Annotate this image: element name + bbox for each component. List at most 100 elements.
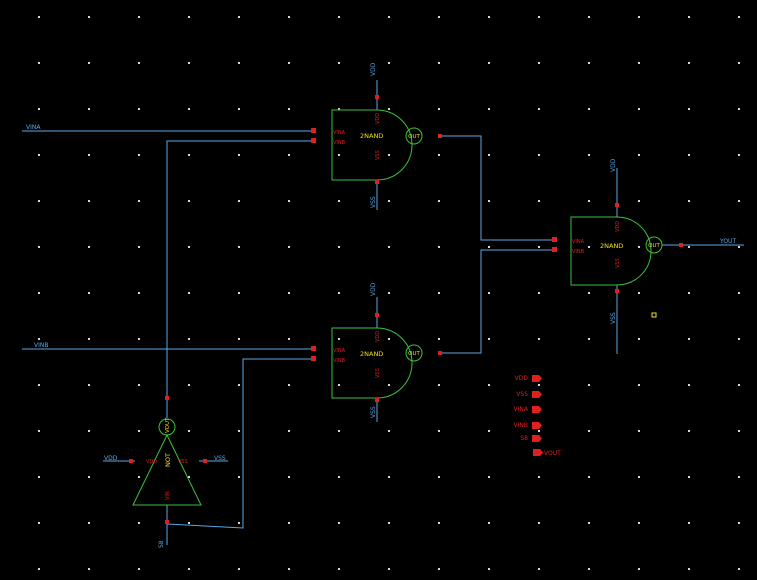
- grid-dot: [688, 568, 690, 570]
- grid-dot: [538, 476, 540, 478]
- grid-dot: [588, 200, 590, 202]
- grid-dot: [538, 246, 540, 248]
- net-label-nand2-vdd[interactable]: VDD: [370, 282, 377, 296]
- grid-dot: [338, 568, 340, 570]
- nand-gate-1-pin-a[interactable]: [311, 128, 316, 133]
- grid-dot: [338, 16, 340, 18]
- port-vdd[interactable]: VDD: [515, 375, 542, 382]
- grid-dot: [688, 62, 690, 64]
- wire-not-out-to-nand1-b[interactable]: [166, 140, 314, 398]
- net-label-nand1-vdd[interactable]: VDD: [370, 62, 377, 76]
- grid-dot: [738, 292, 740, 294]
- grid-dot: [188, 292, 190, 294]
- nand-gate-1[interactable]: OUT 2NAND VINA VINB VDD VSS: [311, 95, 442, 184]
- nand-gate-2[interactable]: OUT 2NAND VINA VINB VDD VSS: [311, 313, 442, 402]
- port-vinb[interactable]: VINB: [514, 422, 542, 429]
- grid-dot: [388, 16, 390, 18]
- grid-dot: [238, 62, 240, 64]
- grid-dot: [188, 338, 190, 340]
- nand-gate-2-name: 2NAND: [360, 350, 383, 358]
- nand-gate-1-pin-b[interactable]: [311, 138, 316, 143]
- net-label-sel[interactable]: S8: [158, 540, 165, 548]
- nand-gate-2-body: [331, 327, 413, 399]
- nand-gate-3-pin-b[interactable]: [552, 247, 557, 252]
- grid-dot: [388, 568, 390, 570]
- net-label-vout[interactable]: YOUT: [719, 238, 736, 245]
- grid-dot: [38, 108, 40, 110]
- not-gate-pin-vdd[interactable]: [129, 459, 133, 463]
- wire-nand2-out-to-nand3-b[interactable]: [440, 249, 555, 354]
- not-gate-pin-in[interactable]: [165, 520, 169, 524]
- port-vss-arrow-icon: [532, 391, 542, 398]
- grid-dot: [338, 246, 340, 248]
- nand-gate-1-pin-b-label: VINB: [333, 140, 346, 146]
- grid-dot: [438, 522, 440, 524]
- port-vss-label: VSS: [516, 391, 528, 398]
- grid-dot: [438, 476, 440, 478]
- grid-dot: [88, 384, 90, 386]
- grid-dot: [438, 200, 440, 202]
- grid-dot: [638, 62, 640, 64]
- nand-gate-2-out-label: OUT: [408, 351, 420, 357]
- nand-gate-2-pin-vdd[interactable]: [375, 313, 379, 317]
- grid-dot: [388, 476, 390, 478]
- net-label-vinb[interactable]: VINB: [34, 342, 48, 349]
- grid-dot: [288, 430, 290, 432]
- grid-dot: [338, 338, 340, 340]
- net-label-not-vdd[interactable]: VDD: [104, 455, 118, 462]
- nand-gate-1-pin-vdd[interactable]: [375, 95, 379, 99]
- nand-gate-2-pin-vss[interactable]: [375, 398, 379, 402]
- grid-dot: [588, 338, 590, 340]
- grid-dot: [188, 430, 190, 432]
- port-vdd-label: VDD: [515, 375, 529, 382]
- nand-gate-3[interactable]: OUT 2NAND VINA VINB VDD VSS: [552, 203, 683, 293]
- net-label-nand2-vss[interactable]: VSS: [370, 406, 377, 418]
- grid-dot: [738, 384, 740, 386]
- nand-gate-1-pin-out[interactable]: [438, 134, 442, 138]
- port-vina[interactable]: VINA: [514, 406, 542, 413]
- grid-dot: [38, 154, 40, 156]
- grid-dot: [288, 246, 290, 248]
- nand-gate-2-pin-a[interactable]: [311, 346, 316, 351]
- grid-dot: [288, 522, 290, 524]
- wire-nand1-out-to-nand3-a[interactable]: [440, 135, 555, 241]
- net-label-vina[interactable]: VINA: [26, 124, 41, 131]
- grid-dot: [538, 108, 540, 110]
- grid-dot: [88, 522, 90, 524]
- not-gate-pin-vss[interactable]: [203, 459, 207, 463]
- net-label-nand1-vss[interactable]: VSS: [370, 196, 377, 208]
- nand-gate-1-out-label: OUT: [408, 134, 420, 140]
- grid-dot: [188, 16, 190, 18]
- net-label-nand3-vss[interactable]: VSS: [610, 312, 617, 324]
- selection-marker[interactable]: [651, 312, 657, 318]
- nand-gate-3-pin-vss[interactable]: [615, 289, 619, 293]
- grid-dot: [438, 16, 440, 18]
- grid-dot: [188, 384, 190, 386]
- grid-dot: [138, 154, 140, 156]
- wire-sel-to-nand2-b[interactable]: [166, 358, 314, 529]
- grid-dot: [338, 62, 340, 64]
- not-gate-pin-out[interactable]: [165, 396, 169, 400]
- grid-dot: [388, 154, 390, 156]
- nand-gate-3-pin-vdd[interactable]: [615, 203, 619, 207]
- grid-dot: [388, 246, 390, 248]
- nand-gate-2-pin-b[interactable]: [311, 356, 316, 361]
- nand-gate-2-pin-out[interactable]: [438, 351, 442, 355]
- port-sel[interactable]: S8: [520, 435, 542, 442]
- port-vout[interactable]: VOUT: [533, 449, 561, 457]
- port-vss[interactable]: VSS: [516, 391, 542, 398]
- grid-dot: [738, 338, 740, 340]
- grid-dot: [688, 246, 690, 248]
- grid-dot: [388, 430, 390, 432]
- nand-gate-3-pin-out[interactable]: [679, 243, 683, 247]
- net-label-not-vss[interactable]: VSS: [214, 455, 226, 462]
- nand-gate-3-pin-a[interactable]: [552, 237, 557, 242]
- port-vdd-arrow-icon: [532, 375, 542, 382]
- grid-dot: [38, 522, 40, 524]
- net-label-nand3-vdd[interactable]: VDD: [610, 158, 617, 172]
- nand-gate-1-bubble: [405, 127, 423, 145]
- nand-gate-1-pin-vss[interactable]: [375, 180, 379, 184]
- not-gate[interactable]: VOUT NOT VDD VSS VIN: [129, 396, 207, 524]
- grid-dot: [688, 200, 690, 202]
